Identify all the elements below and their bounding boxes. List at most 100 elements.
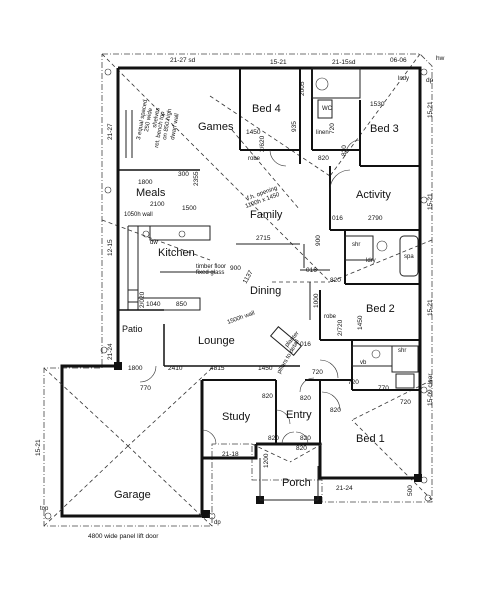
- fixture-label-shr-mid: shr: [398, 348, 406, 354]
- note-garage-door: 4800 wide panel lift door: [88, 533, 159, 540]
- dim-2100: 2100: [150, 201, 165, 208]
- dim-2410: 2410: [168, 365, 183, 372]
- dim-720-d: 720: [400, 399, 411, 406]
- dim-2790: 2790: [368, 215, 383, 222]
- inner-walls: [118, 68, 420, 444]
- room-label-meals: Meals: [136, 187, 166, 199]
- dim-820-e: 820: [300, 395, 311, 402]
- note-dp: dp: [426, 77, 434, 84]
- note-top-length: 21-27 sd: [170, 57, 196, 64]
- dim-1530: 1530: [370, 101, 385, 108]
- note-bench-b: on 850 high: [162, 108, 173, 140]
- dim-820-f: 820: [268, 435, 279, 442]
- dim-016-b: 016: [306, 267, 317, 274]
- dim-820-b: 820: [341, 145, 348, 156]
- dim-1800-b: 1800: [128, 365, 143, 372]
- dim-2-720: 2/720: [337, 319, 344, 336]
- dim-820-g: 820: [300, 435, 311, 442]
- dim-1450-c: 1450: [258, 365, 273, 372]
- dimension-labels: 2005 1530 1450 2/620 935 720 820 820 300…: [128, 81, 414, 496]
- room-label-bed2: Bed 2: [366, 303, 395, 315]
- note-top-right-b: 06-06: [390, 57, 407, 64]
- note-games-c: shelves: [152, 107, 161, 128]
- note-porch-2124: 21-24: [336, 485, 353, 492]
- room-label-garage: Garage: [114, 489, 151, 501]
- note-bench-c: dwarf wall: [170, 113, 181, 140]
- dim-1137: 1137: [242, 269, 255, 285]
- fixture-label-shr-top: shr: [352, 242, 360, 248]
- dim-016-c: 016: [300, 341, 311, 348]
- room-label-bed4: Bed 4: [252, 103, 281, 115]
- fixture-label-lndy: lndy: [398, 76, 409, 82]
- note-left-2127: 21-27: [107, 123, 114, 140]
- note-garage-1521: 15-21: [35, 439, 42, 456]
- fixture-label-robe-bed4: robe: [248, 156, 261, 162]
- dim-820-i: 820: [296, 445, 307, 452]
- note-right-1521-c: 15-21: [427, 299, 434, 316]
- note-right-1521-b: 15-21: [427, 193, 434, 210]
- room-label-activity: Activity: [356, 189, 391, 201]
- fixture-label-vb: vb: [360, 360, 367, 366]
- room-label-bed3: Bed 3: [370, 123, 399, 135]
- note-top-mid: 15-21: [270, 59, 287, 66]
- garage-roof-lines: [43, 367, 323, 527]
- room-label-bed1: Bed 1: [356, 433, 385, 445]
- dim-4815: 4815: [210, 365, 225, 372]
- note-porch-2118: 21-18: [222, 451, 239, 458]
- dim-2620: 2/620: [259, 135, 266, 152]
- dim-770-a: 770: [140, 385, 151, 392]
- room-label-porch: Porch: [282, 477, 311, 489]
- dim-820-d: 820: [262, 393, 273, 400]
- dim-850: 850: [176, 301, 187, 308]
- dim-900-b: 900: [230, 265, 241, 272]
- note-dp-bottom: dp: [214, 520, 221, 526]
- dim-1450-b: 1450: [357, 315, 364, 330]
- room-label-entry: Entry: [286, 409, 312, 421]
- door-swings: [139, 139, 361, 445]
- room-label-kitchen: Kitchen: [158, 247, 195, 259]
- dim-1000: 1000: [313, 293, 320, 308]
- note-top-label: top: [40, 506, 49, 512]
- room-label-patio: Patio: [122, 324, 143, 334]
- room-label-dining: Dining: [250, 285, 281, 297]
- room-label-games: Games: [198, 121, 234, 133]
- fixture-label-linen: linen: [316, 130, 329, 136]
- dim-720-c: 720: [348, 379, 359, 386]
- fixture-label-ldry: ldry: [366, 258, 376, 264]
- room-label-lounge: Lounge: [198, 335, 235, 347]
- note-fixed-glass: fixed glass: [196, 270, 224, 276]
- dim-720-b: 720: [312, 369, 323, 376]
- fixtures: [127, 67, 419, 389]
- dim-1200: 1200: [263, 453, 270, 468]
- note-right-1509: 15-09 clear: [427, 373, 434, 406]
- note-left-2124: 21-24: [107, 343, 114, 360]
- room-labels: Games Bed 4 Bed 3 Meals Activity Family …: [114, 103, 399, 501]
- note-right-1521-a: 15-21: [427, 101, 434, 118]
- fixture-label-dw: dw: [150, 240, 158, 246]
- dim-900-a: 900: [315, 235, 322, 246]
- eave-outline: [43, 53, 433, 527]
- note-wall-1050: 1050h wall: [124, 212, 153, 218]
- dim-720-a: 720: [329, 123, 336, 134]
- dim-820-a: 820: [318, 155, 329, 162]
- note-games-b: 250 wide: [144, 107, 154, 132]
- room-label-family: Family: [250, 209, 283, 221]
- dim-820-c: 820: [330, 277, 341, 284]
- dim-500: 500: [407, 485, 414, 496]
- dim-820-h: 820: [330, 407, 341, 414]
- dim-1500: 1500: [182, 205, 197, 212]
- dim-300: 300: [178, 171, 189, 178]
- note-top-right-a: 21-15sd: [332, 59, 356, 66]
- dim-2005: 2005: [299, 81, 306, 96]
- dim-1040: 1040: [146, 301, 161, 308]
- note-hw: hw: [436, 55, 445, 62]
- dim-770-b: 770: [378, 385, 389, 392]
- dim-016-a: 016: [332, 215, 343, 222]
- downpipe-markers: [44, 68, 432, 520]
- note-wall-1500: 1500h wall: [227, 310, 256, 325]
- room-label-study: Study: [222, 411, 251, 423]
- dim-2715: 2715: [256, 235, 271, 242]
- porch-pillars: [114, 362, 422, 518]
- note-left-1215: 12-15: [107, 239, 114, 256]
